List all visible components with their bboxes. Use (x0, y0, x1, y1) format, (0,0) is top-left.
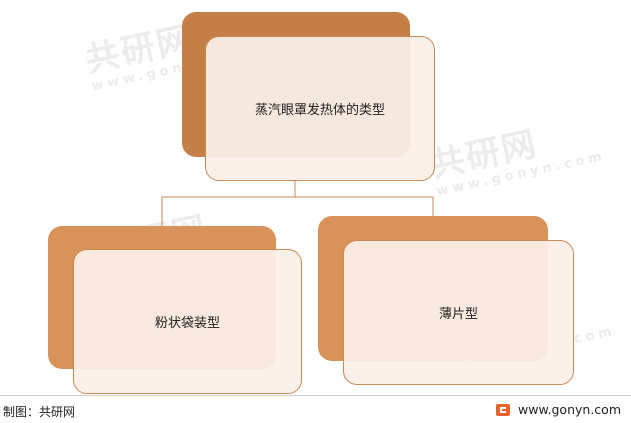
connector-to-right-child (295, 196, 434, 216)
root-node-label: 蒸汽眼罩发热体的类型 (254, 103, 385, 118)
footer: 制图：共研网 www.gonyn.com (0, 395, 631, 423)
child-node-left-label: 粉状袋装型 (154, 316, 220, 331)
child-node-left: 粉状袋装型 (73, 249, 302, 394)
site-link[interactable]: www.gonyn.com (496, 402, 621, 417)
connector-to-left-child (161, 196, 295, 226)
source-label: 制图：共研网 (3, 405, 76, 419)
root-node: 蒸汽眼罩发热体的类型 (205, 36, 435, 181)
child-node-right: 薄片型 (343, 240, 574, 385)
gonyn-logo-icon (496, 403, 510, 416)
site-url: www.gonyn.com (518, 402, 621, 417)
child-node-right-label: 薄片型 (438, 307, 478, 322)
